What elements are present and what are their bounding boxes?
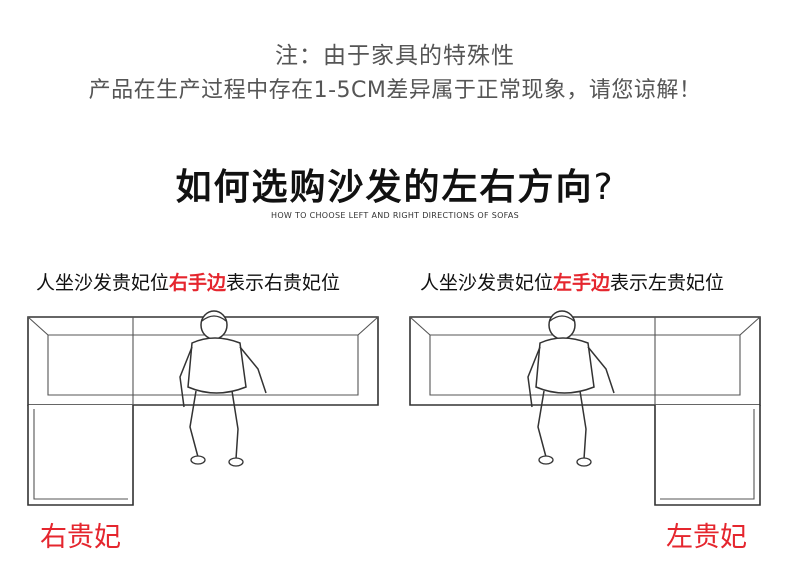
right-chaise-label: 右贵妃 [40, 522, 121, 553]
title-text: 如何选购沙发的左右方向 [175, 167, 594, 208]
left-chaise-label: 左贵妃 [666, 522, 747, 553]
caption-highlight: 右手边 [169, 272, 227, 294]
page-title: 如何选购沙发的左右方向? [0, 158, 790, 210]
right-panel-caption: 人坐沙发贵妃位左手边表示左贵妃位 [420, 268, 724, 295]
caption-text-after: 表示左贵妃位 [610, 272, 725, 294]
seated-person-figure [179, 310, 267, 467]
caption-text-before: 人坐沙发贵妃位 [36, 272, 170, 294]
seated-person-figure [527, 310, 615, 467]
page-subtitle: HOW TO CHOOSE LEFT AND RIGHT DIRECTIONS … [271, 211, 519, 220]
caption-highlight: 左手边 [553, 272, 611, 294]
caption-text-after: 表示右贵妃位 [226, 272, 341, 294]
left-sofa-diagram [27, 310, 379, 506]
title-question-mark: ? [593, 167, 615, 208]
note-line-1: 注：由于家具的特殊性 [275, 43, 515, 69]
caption-text-before: 人坐沙发贵妃位 [420, 272, 554, 294]
left-panel-caption: 人坐沙发贵妃位右手边表示右贵妃位 [36, 268, 340, 295]
note-line-2: 产品在生产过程中存在1-5CM差异属于正常现象，请您谅解！ [88, 78, 702, 103]
right-sofa-diagram [409, 310, 761, 506]
